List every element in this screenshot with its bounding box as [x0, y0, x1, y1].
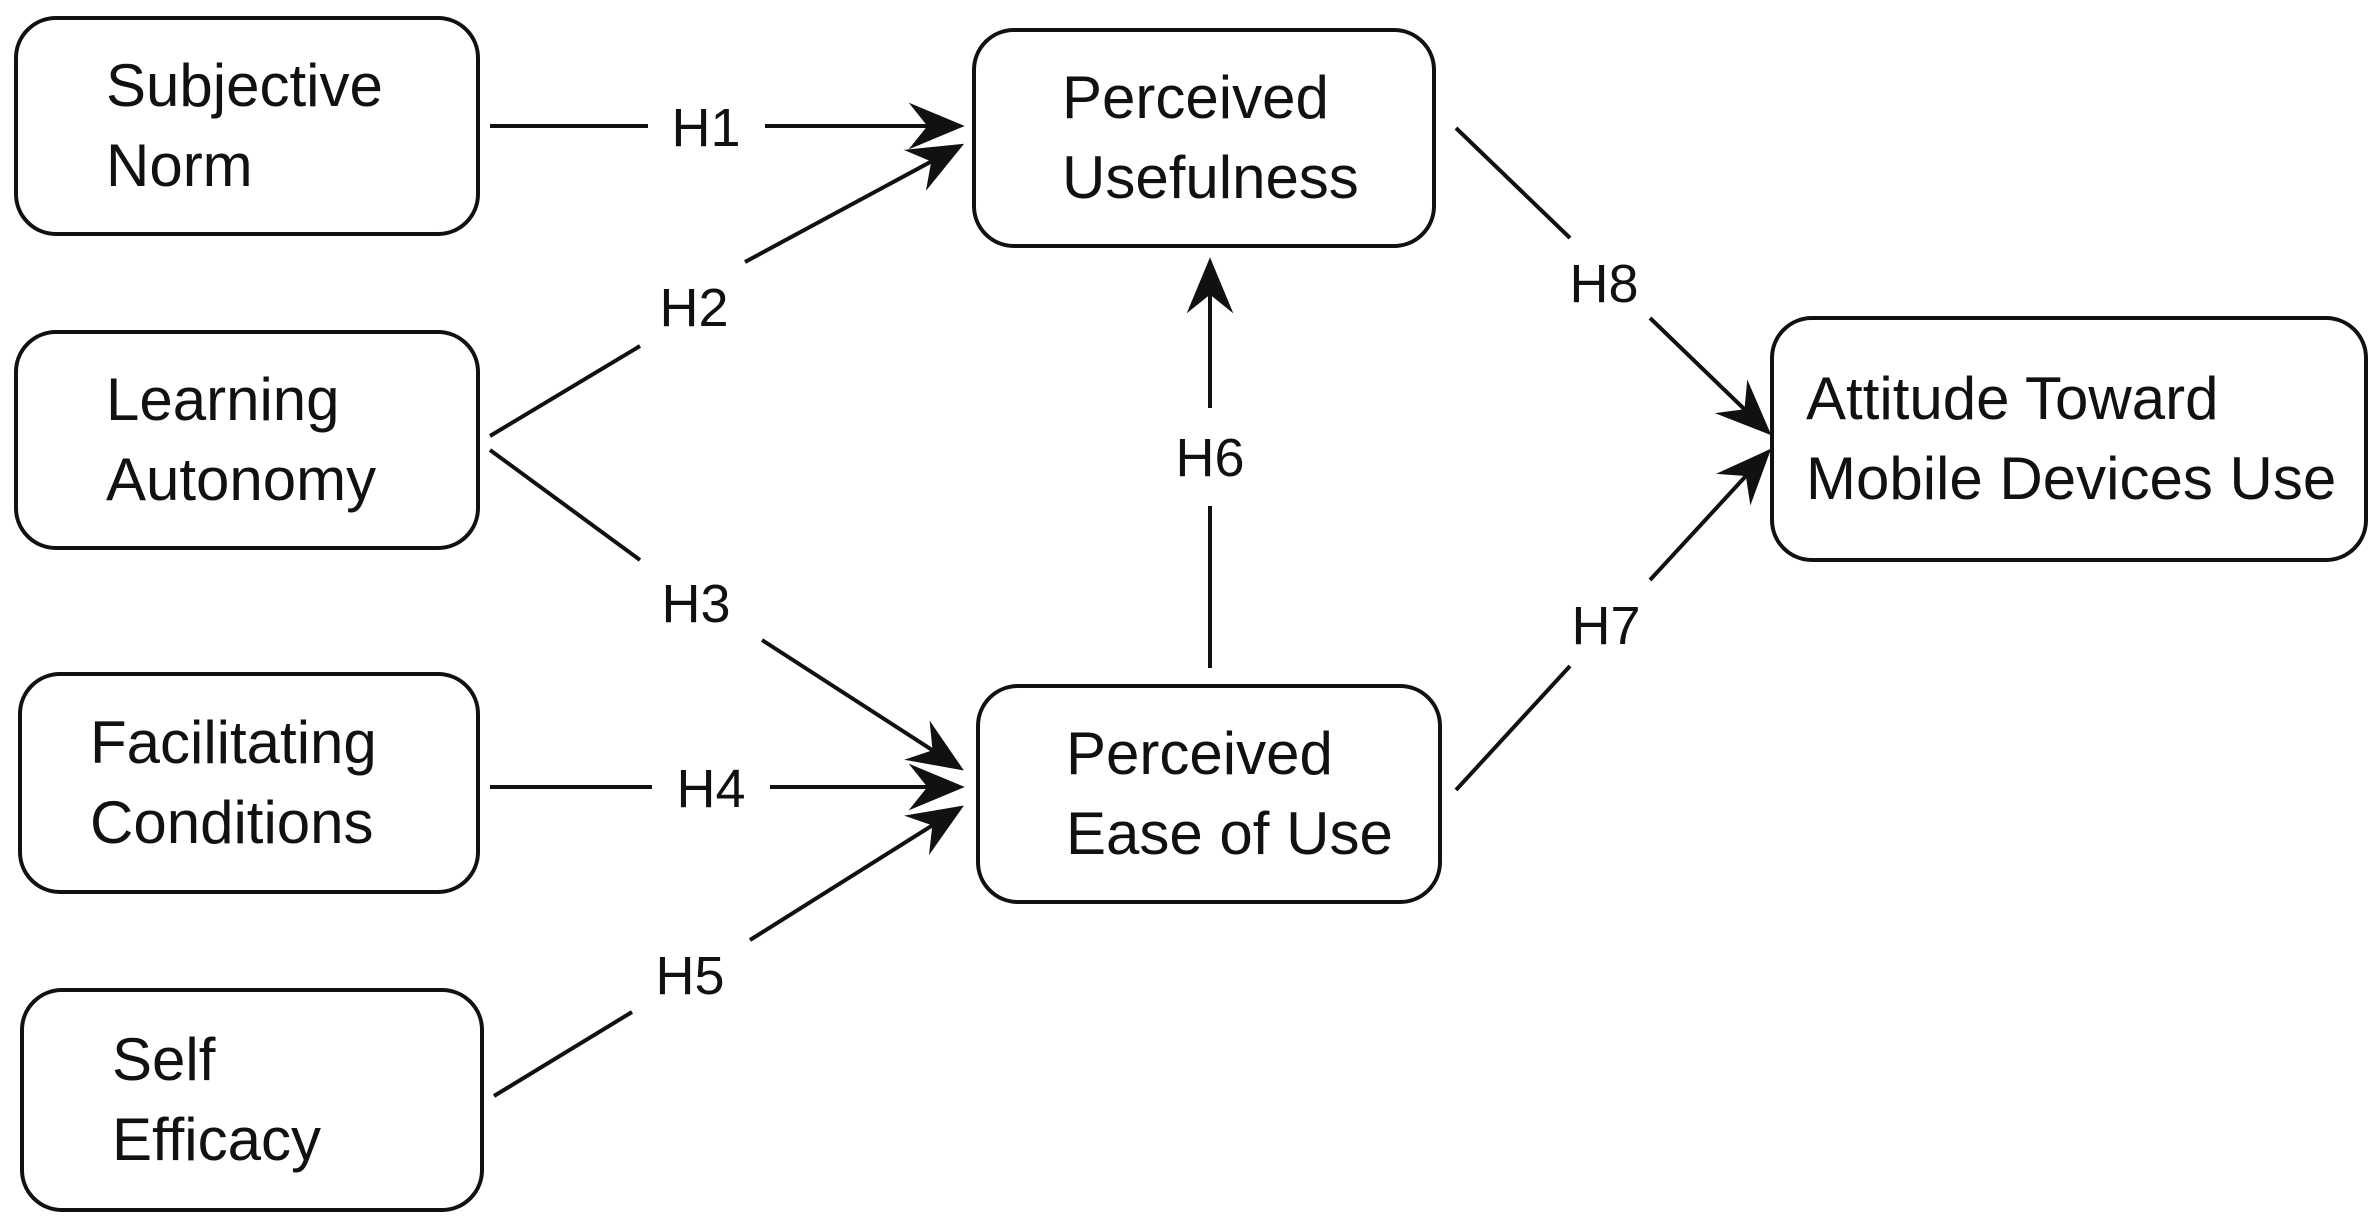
edge-h2-label: H2 [659, 278, 728, 338]
edge-h3-line-a [488, 448, 642, 562]
edge-h2: H2 [488, 143, 965, 438]
node-attitude: Attitude Toward Mobile Devices Use [1770, 316, 2368, 562]
node-facilitating-conditions: Facilitating Conditions [18, 672, 480, 894]
node-perceived-usefulness: Perceived Usefulness [972, 28, 1436, 248]
edge-h2-line-b [744, 143, 965, 264]
edge-h5-line-b [748, 805, 964, 942]
edge-h8: H8 [1454, 126, 1772, 436]
edge-h7-line-a [1454, 664, 1572, 792]
edge-h2-line-a [488, 344, 642, 438]
edge-h5: H5 [492, 805, 964, 1098]
edge-h6: H6 [1175, 257, 1245, 668]
edge-h3-line-b [760, 638, 964, 771]
edge-h5-label: H5 [655, 946, 724, 1006]
node-learning-autonomy-label: Learning Autonomy [106, 366, 377, 513]
edge-h4-label: H4 [676, 759, 745, 819]
node-self-efficacy: Self Efficacy [20, 988, 484, 1212]
node-facilitating-conditions-label: Facilitating Conditions [90, 709, 377, 856]
edge-h3-label: H3 [661, 574, 730, 634]
edge-h5-line-a [492, 1010, 634, 1098]
edge-h7-label: H7 [1571, 596, 1640, 656]
edge-h7: H7 [1454, 448, 1772, 792]
node-self-efficacy-label: Self Efficacy [112, 1026, 321, 1173]
edge-h3: H3 [488, 448, 964, 771]
node-perceived-usefulness-label: Perceived Usefulness [1062, 64, 1359, 211]
edge-h7-line-b [1648, 448, 1772, 582]
node-learning-autonomy: Learning Autonomy [14, 330, 480, 550]
node-subjective-norm-label: Subjective Norm [106, 52, 383, 199]
edge-h1: H1 [490, 98, 965, 158]
edge-h8-label: H8 [1569, 254, 1638, 314]
node-perceived-ease-of-use: Perceived Ease of Use [976, 684, 1442, 904]
edge-h1-label: H1 [671, 98, 740, 158]
edge-h8-line-a [1454, 126, 1572, 240]
edge-h6-label: H6 [1175, 428, 1244, 488]
node-attitude-label: Attitude Toward Mobile Devices Use [1806, 365, 2337, 512]
edge-h8-line-b [1648, 316, 1772, 436]
node-subjective-norm: Subjective Norm [14, 16, 480, 236]
edge-h4: H4 [490, 759, 965, 819]
node-perceived-ease-of-use-label: Perceived Ease of Use [1066, 720, 1393, 867]
